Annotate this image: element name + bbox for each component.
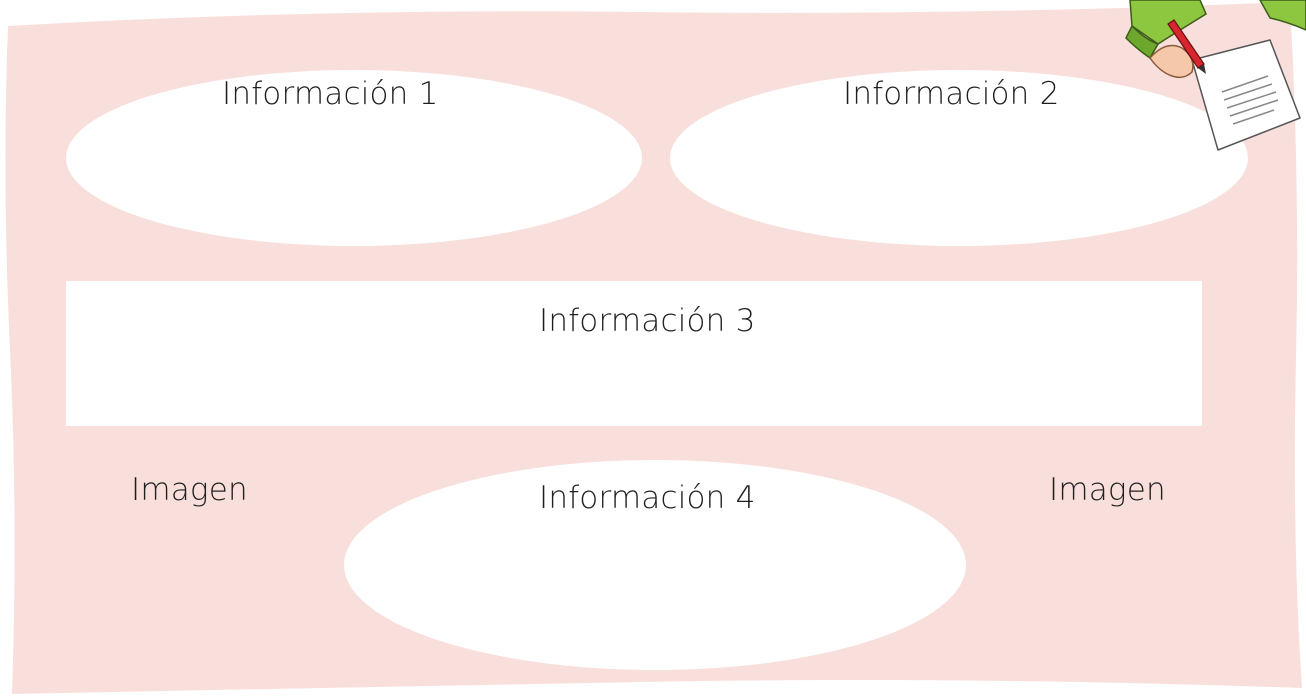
info-3-box xyxy=(66,281,1202,426)
hand-writing-on-paper-icon xyxy=(1125,0,1306,151)
info-3-label: Información 3 xyxy=(539,303,756,339)
info-4-label: Información 4 xyxy=(539,480,756,516)
image-right-label: Imagen xyxy=(1049,472,1166,508)
info-1-bubble xyxy=(66,70,642,246)
info-2-label: Información 2 xyxy=(843,76,1060,112)
image-left-label: Imagen xyxy=(131,472,248,508)
info-4-bubble xyxy=(344,460,966,670)
info-1-label: Información 1 xyxy=(222,76,439,112)
info-2-bubble xyxy=(670,70,1248,246)
